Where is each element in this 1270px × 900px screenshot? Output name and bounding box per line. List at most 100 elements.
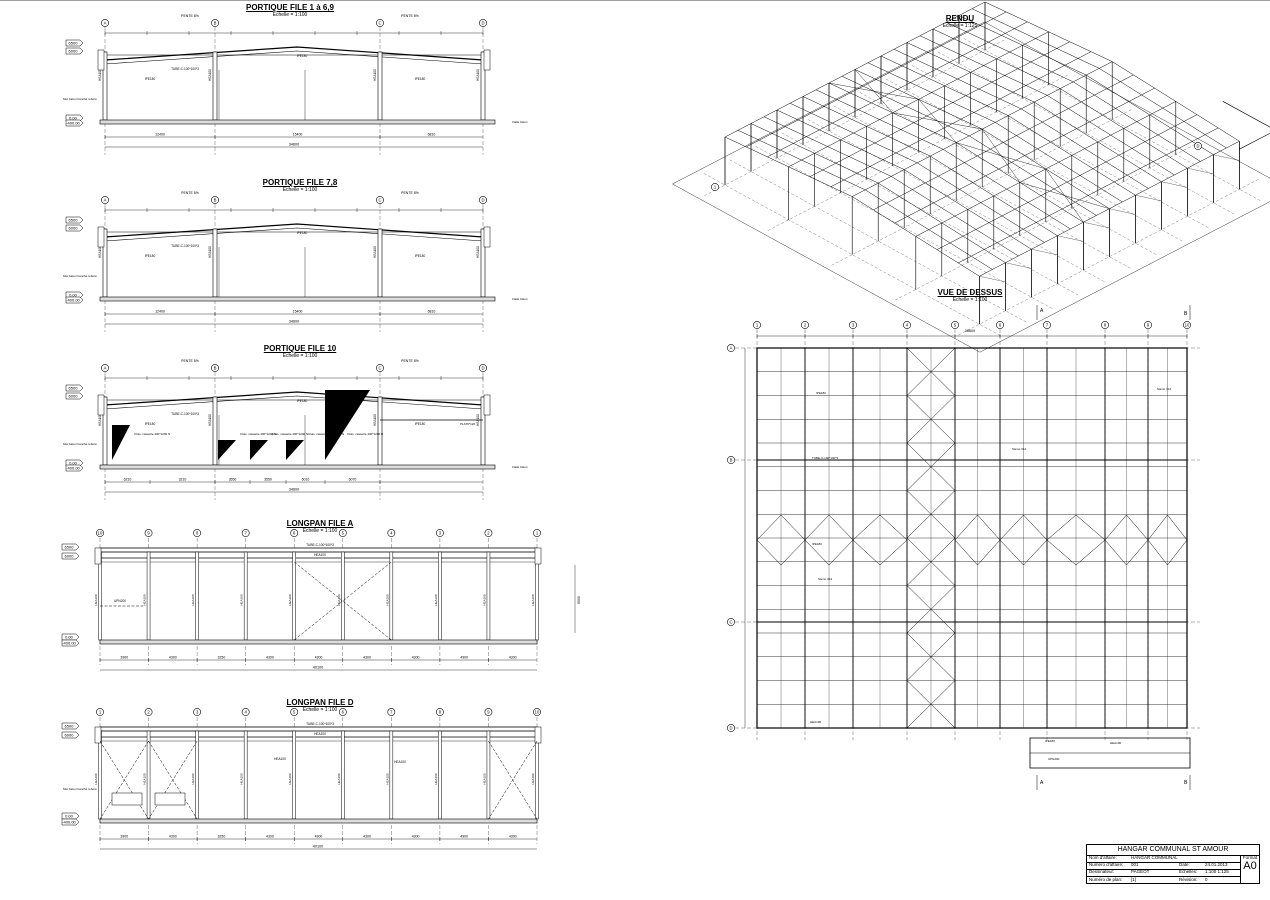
title-block: HANGAR COMMUNAL ST AMOUR Nom d'affaire:H… (1086, 844, 1260, 885)
dim-total-label: 34600 (289, 143, 300, 147)
dalle-label: Dalle béton (512, 297, 528, 301)
level-6500-label: 6500 (65, 724, 75, 729)
title-longpan-a: LONGPAN FILE A (286, 519, 354, 528)
axis-ld-6 (338, 708, 347, 716)
dim-span-label: 4300 (266, 656, 274, 660)
post-la-9 (535, 551, 539, 641)
dim-span-label: 3550 (229, 478, 237, 482)
post-ld-2 (195, 730, 199, 820)
window-2 (154, 792, 186, 806)
wall-end-left (94, 726, 102, 744)
wall-cap-left (97, 394, 105, 416)
rafter-bottom (104, 227, 484, 242)
column-p1-2 (377, 51, 383, 121)
level-6500 (65, 216, 84, 224)
rendu-axis-1 (711, 183, 719, 191)
level-400-label: -400.00 (66, 121, 80, 126)
column-section-label: HEA100 (373, 414, 377, 426)
pente-label: PENTE 8% (401, 359, 419, 363)
rendu-member (979, 201, 1270, 353)
level-0-label: 0.00 (69, 461, 78, 466)
dim-span-label: 3250 (217, 656, 225, 660)
dim-span-label: 4300 (412, 656, 420, 660)
section-label-hea: HEA100 (394, 760, 406, 764)
pente-label: PENTE 8% (401, 191, 419, 195)
mur-label: Mur béton banché reboré (63, 274, 97, 278)
title-block-rule (1087, 883, 1241, 885)
pente-label: PENTE 8% (401, 14, 419, 18)
axis-ld-10 (533, 708, 541, 716)
dim-span-label: 3550 (264, 478, 272, 482)
axis-ld-4-label: 4 (244, 710, 247, 715)
post-section-label: HEA100 (94, 594, 98, 606)
plan-col-1 (753, 321, 761, 329)
plan-label-sismo: Sismo 312 (1157, 387, 1172, 391)
axis-p10-C (376, 364, 384, 372)
level-6500-label: 6500 (69, 386, 79, 391)
dim-span-label: 12400 (155, 133, 165, 137)
title-portique-7-8: PORTIQUE FILE 7,8 (262, 178, 338, 187)
plan-col-8-label: 8 (1104, 323, 1107, 328)
column-p7-1 (212, 228, 218, 298)
dim-span-label: 4300 (363, 656, 371, 660)
scale-longpan-a: Echelle = 1:100 (302, 528, 338, 534)
post-section-label: HEA100 (94, 773, 98, 785)
plan-label-sismo: Sismo 312 (1012, 447, 1027, 451)
pente-label: PENTE 8% (181, 359, 199, 363)
cloison-label: Clois. cassette 400*1200 N (347, 432, 383, 436)
axis-p7-C-label: C (378, 198, 381, 203)
axis-p10-B-label: B (214, 366, 217, 371)
level-400-label: -400.00 (66, 466, 80, 471)
axis-p10-A (101, 364, 109, 372)
dalle-label: Dalle béton (512, 120, 528, 124)
ground-slab (99, 296, 496, 302)
title-block-cell: 001 (1131, 862, 1139, 868)
plan-row-A-label: A (730, 346, 733, 351)
axis-la-5 (338, 529, 347, 537)
axis-p1-D-label: D (481, 21, 484, 26)
level-6500 (65, 39, 84, 47)
plan-col-10 (1183, 321, 1191, 329)
plan-col-7-label: 7 (1046, 323, 1049, 328)
post-la-2 (195, 551, 199, 641)
format-label: Format (1242, 855, 1258, 860)
axis-la-5-label: 5 (342, 531, 345, 536)
dim-total-label: 34600 (289, 488, 300, 492)
plan-col-1-label: 1 (756, 323, 759, 328)
post-la-6 (389, 551, 394, 641)
plan-brace (906, 585, 956, 634)
wall-end-right (534, 726, 542, 744)
post-section-label: HEA100 (240, 594, 244, 606)
rafter-bottom (104, 50, 484, 65)
plan-col-9-label: 9 (1147, 323, 1150, 328)
axis-ld-3-label: 3 (196, 710, 199, 715)
post-section-label: HEA100 (531, 594, 535, 606)
axis-la-8 (193, 529, 202, 537)
post-ld-7 (438, 730, 442, 820)
pente-label: PENTE 8% (181, 191, 199, 195)
gusset-0 (112, 425, 130, 460)
post-section-label: HEA100 (191, 773, 195, 785)
axis-la-10-label: 10 (98, 531, 103, 536)
brace-la-0 (294, 561, 392, 641)
title-block-rule (1087, 861, 1241, 863)
dim-span-label: 4300 (363, 835, 371, 839)
wall-end-right (534, 547, 542, 565)
section-mark-B-top: B (1184, 311, 1188, 317)
axis-p1-C-label: C (378, 21, 381, 26)
dim-span-label: 6810 (428, 133, 436, 137)
plan-brace (906, 680, 956, 729)
level-6000 (61, 731, 80, 739)
axis-ld-7-label: 7 (390, 710, 393, 715)
plan-col-4 (903, 321, 911, 329)
plan-brace (906, 537, 956, 586)
column-section-label: HEA100 (208, 414, 212, 426)
ground-slab-ld (99, 818, 538, 824)
level-6000-label: 6000 (65, 554, 75, 559)
section-label-ipe: IPE180 (145, 422, 156, 426)
plan-row-B (727, 456, 735, 464)
section-label-ipe: IPE180 (415, 77, 426, 81)
dim-span-label: 4300 (266, 835, 274, 839)
axis-la-9-label: 9 (147, 531, 150, 536)
post-ld-3 (243, 730, 248, 820)
